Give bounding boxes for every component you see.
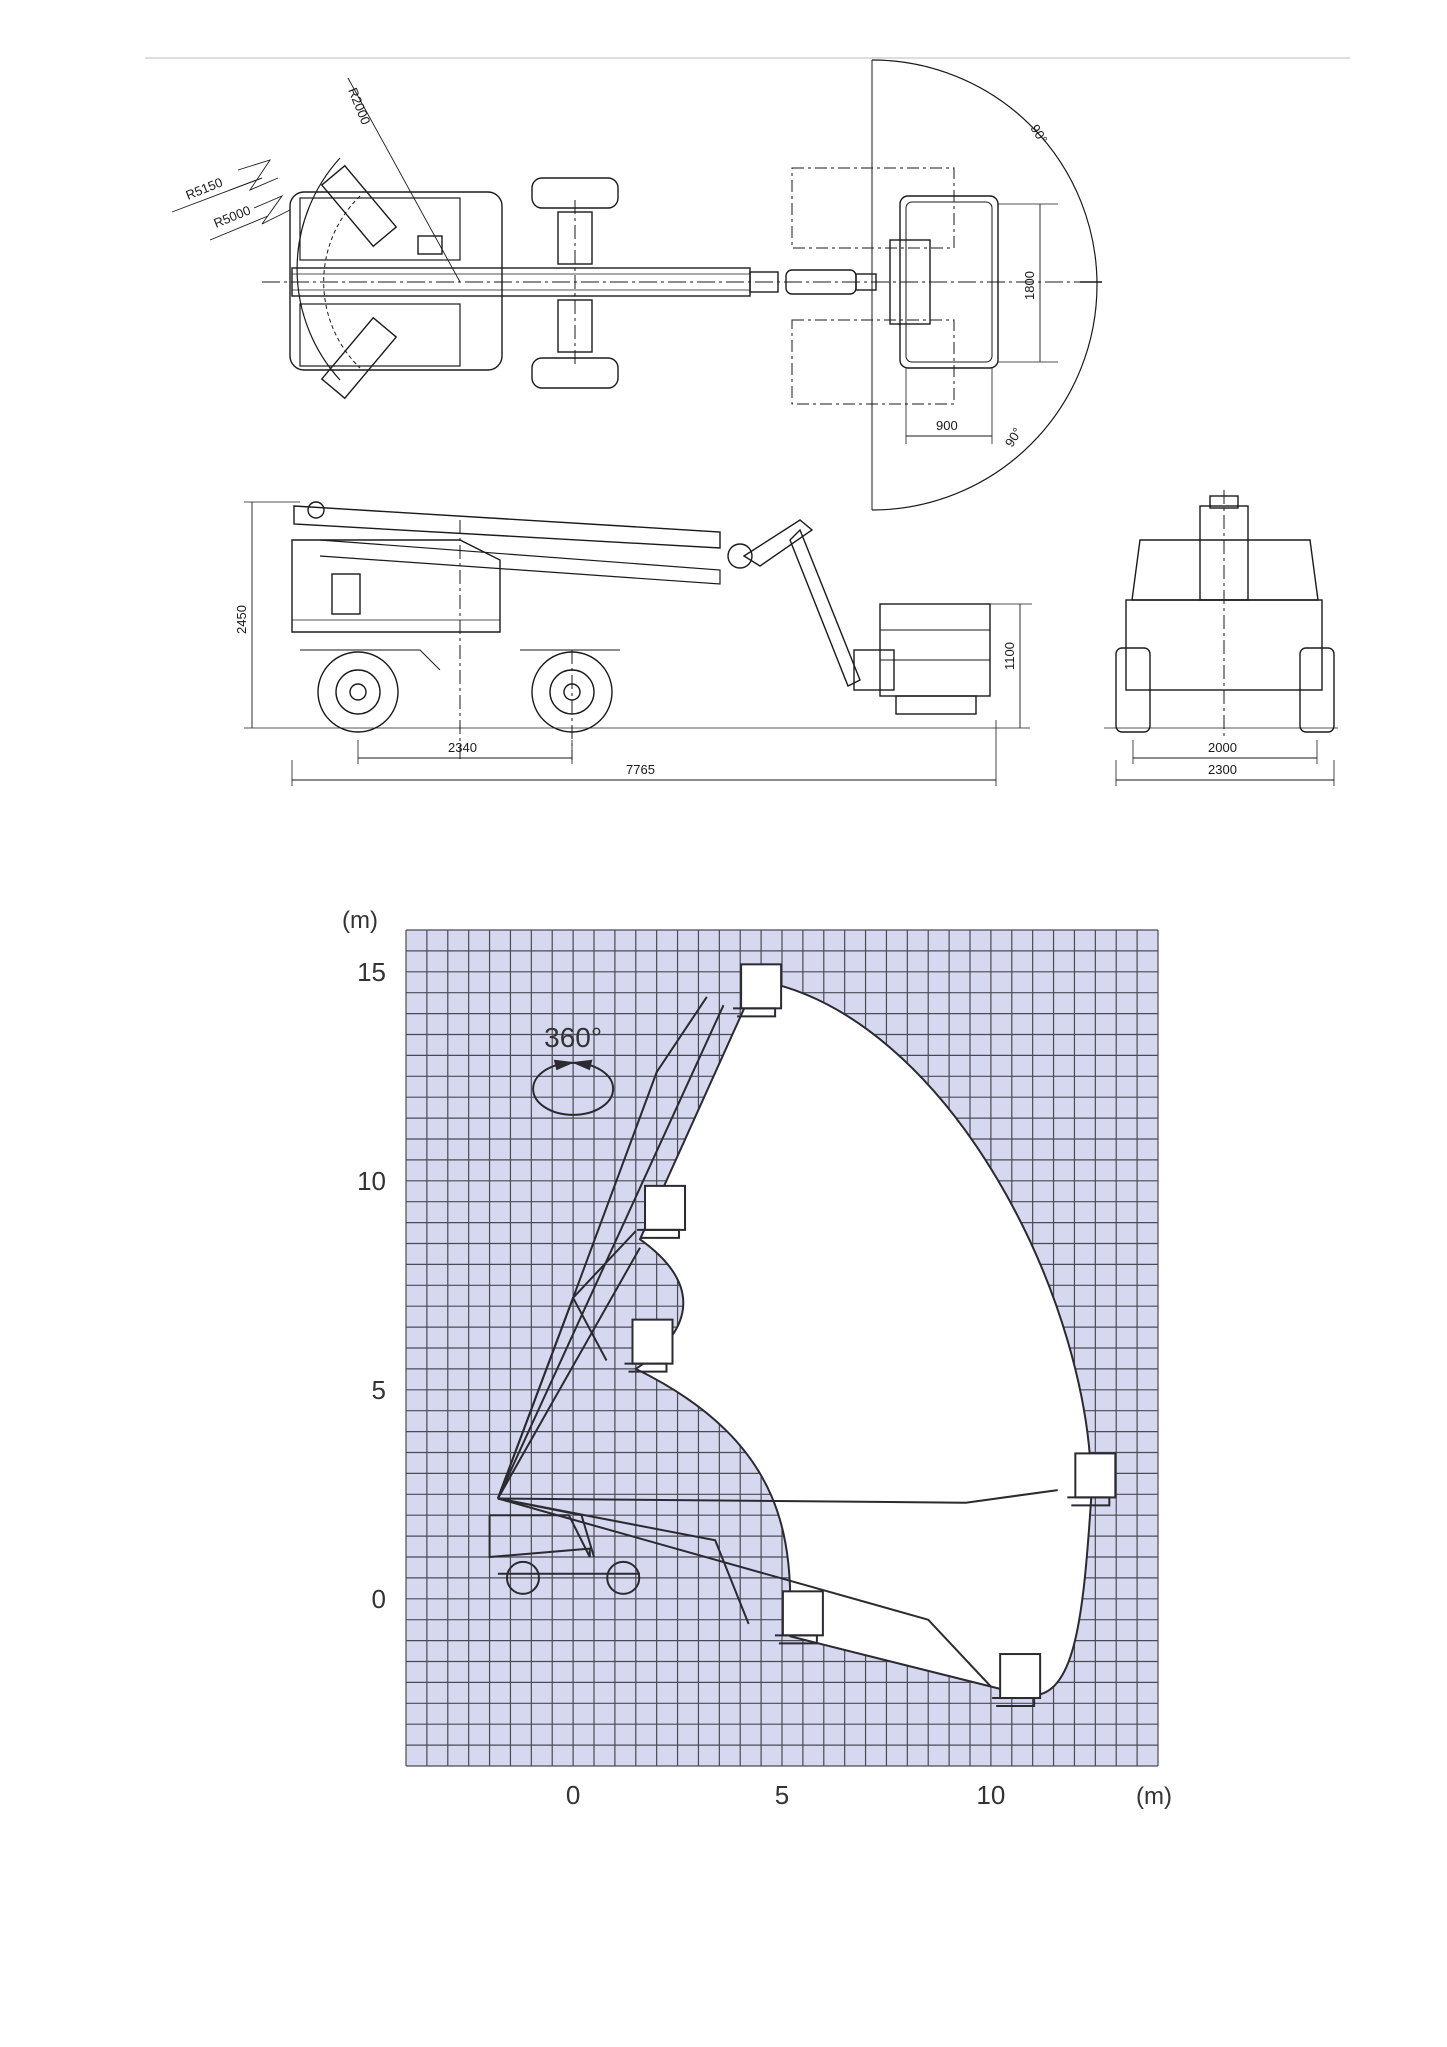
x-tick-labels: 0 5 10 bbox=[566, 1780, 1005, 1810]
label-track-2000: 2000 bbox=[1208, 740, 1237, 755]
reach-chart: 360° (m) (m) 0 5 10 15 10 5 0 bbox=[342, 907, 1172, 1810]
rear-wheel-left bbox=[1115, 647, 1151, 733]
boom-line bbox=[497, 1247, 641, 1499]
machine-wheel-rear bbox=[505, 1560, 540, 1595]
platform-basket bbox=[644, 1184, 687, 1231]
platform-side bbox=[879, 603, 991, 697]
y-tick-label: 5 bbox=[372, 1375, 386, 1405]
platform-basket bbox=[631, 1318, 674, 1365]
rotation-indicator bbox=[532, 1059, 615, 1116]
wheel-front-top bbox=[531, 177, 619, 209]
label-length-7765: 7765 bbox=[626, 762, 655, 777]
label-r5000: R5000 bbox=[212, 203, 253, 231]
y-tick-labels: 15 10 5 0 bbox=[357, 957, 386, 1614]
platform-base bbox=[1067, 1496, 1111, 1507]
platform-base bbox=[733, 1007, 777, 1018]
platform-top bbox=[899, 195, 999, 369]
label-r2000: R2000 bbox=[345, 86, 373, 127]
label-height-1100: 1100 bbox=[1002, 642, 1017, 670]
label-height-2450: 2450 bbox=[234, 605, 249, 634]
wheel-rear-bottom bbox=[320, 316, 398, 400]
side-view-drawing bbox=[244, 501, 1032, 786]
boom-side bbox=[293, 505, 721, 549]
x-tick-label: 5 bbox=[775, 1780, 789, 1810]
label-width-2300: 2300 bbox=[1208, 762, 1237, 777]
rear-view-drawing bbox=[1104, 490, 1338, 786]
rotation-label: 360° bbox=[544, 1022, 602, 1053]
rear-body bbox=[1131, 539, 1319, 601]
rotation-arrow-right bbox=[571, 1059, 593, 1071]
label-width-900: 900 bbox=[936, 418, 958, 433]
machine-wheel-front bbox=[606, 1560, 641, 1595]
y-tick-label: 15 bbox=[357, 957, 386, 987]
wheel-side-rear bbox=[317, 651, 399, 733]
wheel-rear-top bbox=[320, 164, 398, 248]
chassis-side bbox=[291, 539, 501, 633]
boom-line bbox=[497, 1489, 1058, 1504]
side-view-labels: 2450 1100 2340 7765 bbox=[234, 605, 1017, 777]
rear-view-labels: 2000 2300 bbox=[1208, 740, 1237, 777]
top-view-drawing bbox=[171, 59, 1102, 511]
machine-body bbox=[488, 1514, 591, 1559]
boom-line bbox=[497, 1497, 992, 1688]
label-r5150: R5150 bbox=[184, 175, 225, 203]
label-wheelbase-2340: 2340 bbox=[448, 740, 477, 755]
label-angle-bottom: 90° bbox=[1002, 425, 1025, 450]
platform-positions bbox=[624, 963, 1117, 1708]
y-tick-label: 10 bbox=[357, 1166, 386, 1196]
y-tick-label: 0 bbox=[372, 1584, 386, 1614]
machine-outline bbox=[488, 1497, 641, 1595]
swing-arc bbox=[296, 157, 341, 381]
rotation-arrow-left bbox=[553, 1059, 575, 1071]
platform-base bbox=[992, 1697, 1036, 1708]
boom-line bbox=[572, 1297, 608, 1361]
unit-y-label: (m) bbox=[342, 907, 378, 934]
wheel-front-bottom bbox=[531, 357, 619, 389]
platform-base bbox=[624, 1362, 668, 1373]
boom-positions bbox=[496, 996, 1058, 1688]
platform-basket bbox=[781, 1590, 824, 1637]
label-width-1800: 1800 bbox=[1022, 271, 1037, 300]
rear-wheel-right bbox=[1299, 647, 1335, 733]
x-tick-label: 0 bbox=[566, 1780, 580, 1810]
platform-base bbox=[637, 1228, 681, 1239]
boom-line bbox=[496, 1004, 725, 1499]
unit-x-label: (m) bbox=[1136, 1783, 1172, 1810]
chassis-top bbox=[289, 191, 503, 371]
machine-boom-base bbox=[497, 1497, 595, 1558]
x-tick-label: 10 bbox=[976, 1780, 1005, 1810]
platform-basket bbox=[999, 1653, 1042, 1700]
platform-basket bbox=[740, 963, 783, 1010]
platform-base bbox=[774, 1634, 818, 1645]
wheel-side-front bbox=[531, 651, 613, 733]
platform-basket bbox=[1074, 1452, 1117, 1499]
